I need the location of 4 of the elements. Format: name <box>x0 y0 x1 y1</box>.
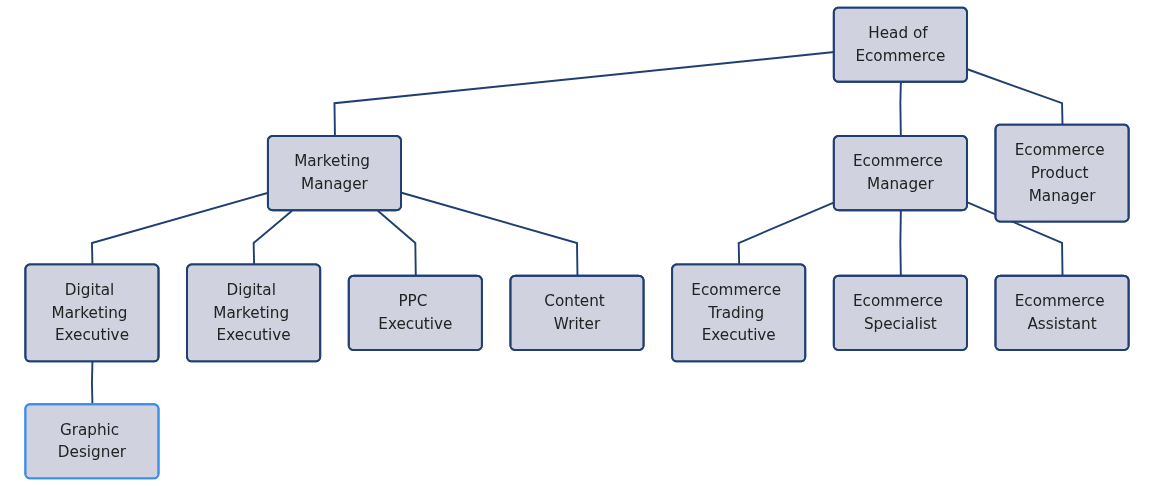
connector <box>91 360 94 406</box>
connector <box>252 209 293 266</box>
connector <box>966 68 1064 126</box>
connector <box>899 81 902 138</box>
